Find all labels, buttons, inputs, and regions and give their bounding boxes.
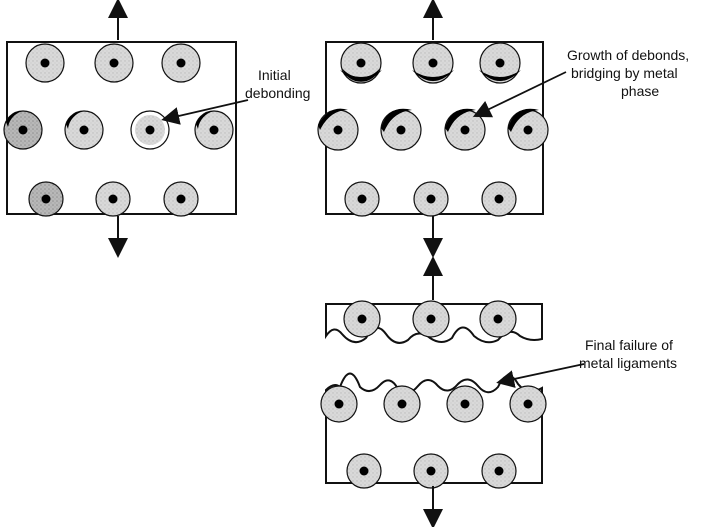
particle (481, 181, 517, 217)
particle (413, 181, 449, 217)
label-growth-line-2: bridging by metal (571, 65, 678, 81)
particle-debonded (317, 108, 359, 151)
particle (344, 181, 380, 217)
particle (320, 385, 358, 423)
particle-debonded (3, 110, 43, 150)
particle (161, 43, 201, 83)
particle (95, 181, 131, 217)
particle (446, 385, 484, 423)
label-final-line-1: Final failure of (585, 337, 673, 353)
particle (412, 300, 450, 338)
particle-debonded (340, 42, 382, 84)
label-initial-line-2: debonding (245, 85, 310, 101)
particle (28, 181, 64, 217)
particle (479, 300, 517, 338)
particle-debonded (444, 108, 486, 151)
label-growth-line-3: phase (621, 83, 659, 99)
label-final-line-2: metal ligaments (579, 355, 677, 371)
particle-debonded (412, 42, 454, 84)
label-initial-line-1: Initial (258, 67, 291, 83)
particle-debonded (64, 110, 104, 150)
particle (383, 385, 421, 423)
pointer-initial (161, 99, 249, 125)
particle (346, 453, 382, 489)
panel-growth: Growth of debonds, bridging by metal pha… (317, 0, 689, 258)
particle-debonded (380, 108, 422, 151)
label-growth-line-1: Growth of debonds, (567, 47, 689, 63)
particle (94, 43, 134, 83)
panel-final: Final failure of metal ligaments (320, 256, 677, 529)
panel-initial: Initial debonding (3, 0, 310, 258)
particle (481, 453, 517, 489)
pointer-final (496, 363, 585, 388)
particle-debonded (507, 108, 549, 151)
pointer-growth (472, 71, 567, 118)
particle (163, 181, 199, 217)
particle (343, 300, 381, 338)
particle-debonded (130, 110, 170, 150)
particle (413, 453, 449, 489)
particle (509, 385, 547, 423)
particle (194, 110, 234, 150)
particle-debonded (479, 42, 521, 84)
particle (25, 43, 65, 83)
